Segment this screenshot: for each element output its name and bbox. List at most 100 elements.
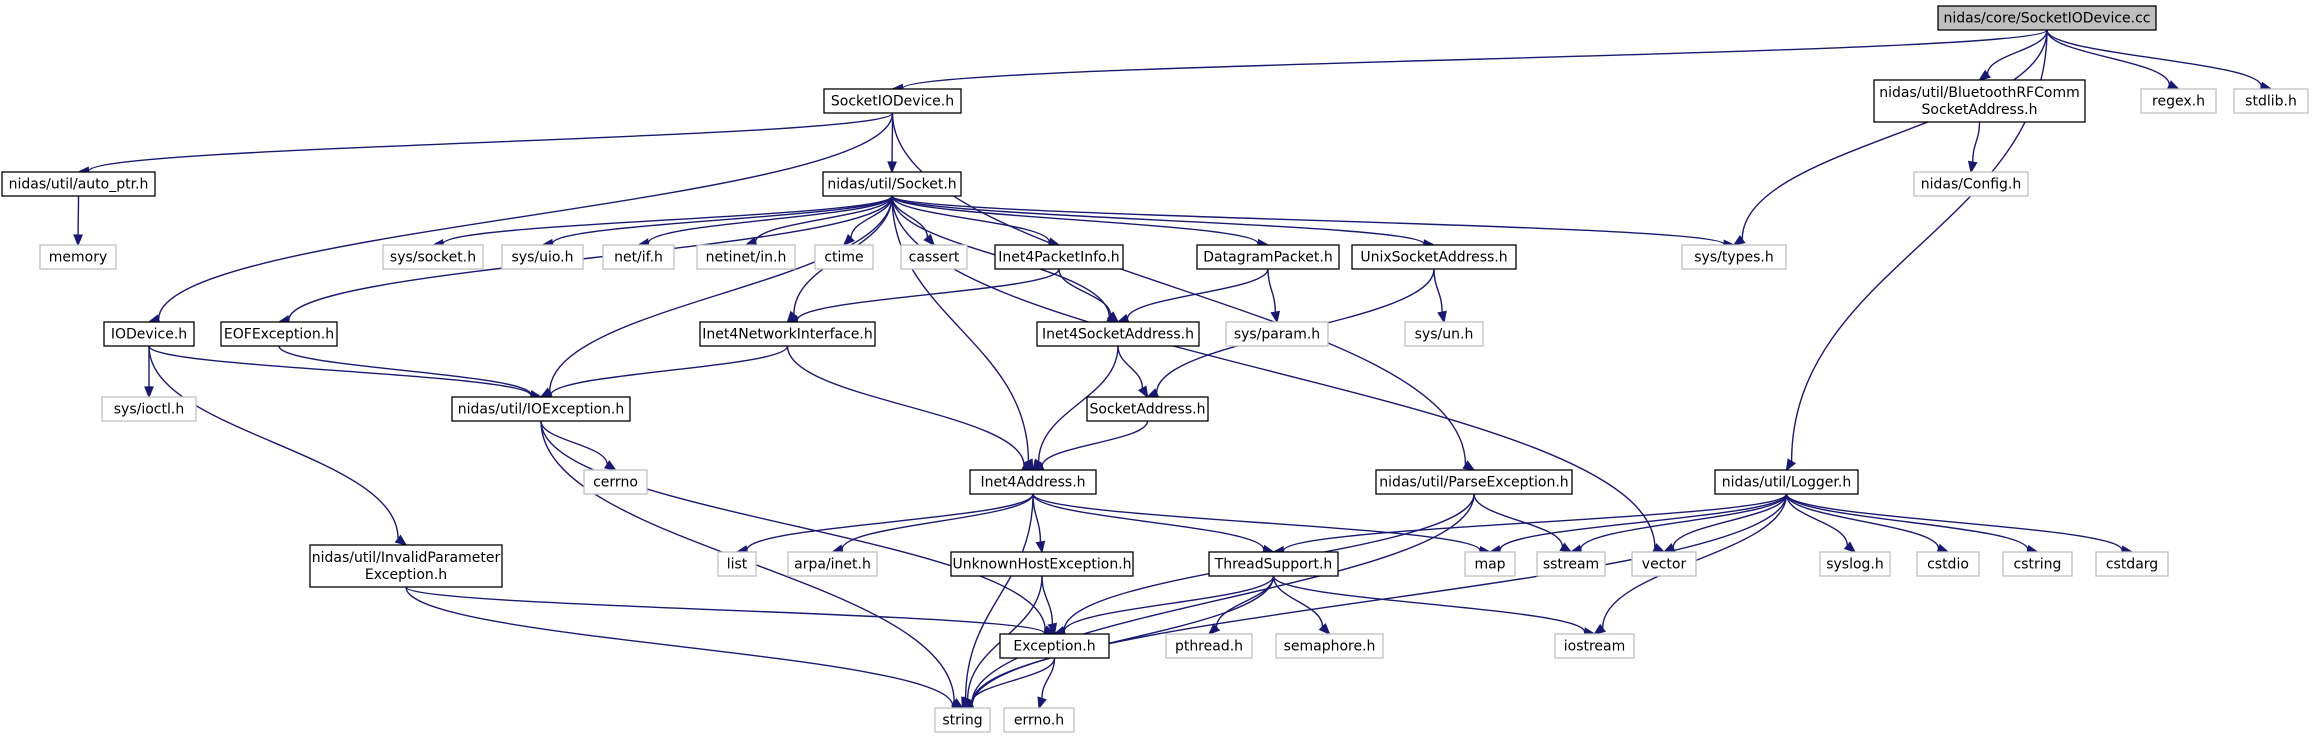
node-label: vector: [1642, 557, 1687, 573]
arrowhead-icon: [923, 233, 936, 247]
node-cerrno: cerrno: [583, 469, 648, 495]
edge-exception-to-errno: [1037, 657, 1056, 710]
node-label: sstream: [1543, 557, 1599, 573]
edge-line: [1037, 345, 1119, 462]
edge-line: [964, 493, 1034, 699]
node-label: net/if.h: [614, 250, 663, 266]
edge-line: [1741, 29, 2048, 240]
node-unixsocketaddress[interactable]: UnixSocketAddress.h: [1351, 244, 1517, 270]
edge-line: [548, 195, 893, 393]
edge-line: [647, 195, 893, 244]
edge-parseexception-to-sstream: [1473, 493, 1573, 553]
node-box: [1819, 551, 1891, 577]
edge-line: [442, 195, 893, 245]
edge-line: [746, 493, 1034, 551]
edge-line: [1785, 493, 1849, 546]
edge-line: [786, 345, 1025, 466]
node-box: [1086, 396, 1209, 422]
edge-unixsocketaddress-to-sysun: [1433, 268, 1447, 324]
node-box: [1196, 244, 1340, 270]
node-label: Inet4PacketInfo.h: [998, 250, 1119, 266]
edge-line: [891, 195, 1030, 462]
edge-line: [1267, 268, 1277, 313]
node-box: [1681, 244, 1787, 270]
node-parseexception[interactable]: nidas/util/ParseException.h: [1375, 469, 1573, 495]
node-box: [1873, 79, 2086, 123]
node-label: SocketIODevice.h: [831, 94, 954, 110]
edge-line: [1272, 575, 1586, 633]
node-box: [2233, 88, 2309, 114]
edge-iodevice-to-invalidparam: [148, 345, 408, 546]
node-box: [382, 244, 484, 270]
arrowhead-icon: [1207, 623, 1221, 636]
arrowhead-icon: [1106, 311, 1120, 324]
arrowhead-icon: [1270, 310, 1281, 324]
edge-line: [1473, 493, 1564, 548]
node-datagrampacket[interactable]: DatagramPacket.h: [1196, 244, 1340, 270]
edge-socket-to-netinetin: [744, 195, 893, 247]
node-box: [2140, 88, 2217, 114]
node-inet4networkinterface[interactable]: Inet4NetworkInterface.h: [699, 321, 876, 347]
node-cstdio: cstdio: [1916, 551, 1980, 577]
node-label: cstring: [2014, 557, 2062, 573]
edge-line: [891, 195, 1725, 246]
node-label: string: [942, 713, 982, 729]
node-string: string: [934, 707, 991, 733]
node-sysuio: sys/uio.h: [501, 244, 584, 270]
node-box: [583, 469, 648, 495]
node-inet4socketaddress[interactable]: Inet4SocketAddress.h: [1036, 321, 1200, 347]
arrowhead-icon: [394, 534, 408, 546]
node-logger[interactable]: nidas/util/Logger.h: [1714, 469, 1859, 495]
node-socketaddress[interactable]: SocketAddress.h: [1086, 396, 1209, 422]
node-bluetooth[interactable]: nidas/util/BluetoothRFCommSocketAddress.…: [1873, 79, 2086, 123]
node-netif: net/if.h: [602, 244, 675, 270]
node-iodevice[interactable]: IODevice.h: [103, 321, 195, 347]
edge-line: [1785, 493, 2123, 551]
edge-inet4socketaddress-to-socketaddress: [1117, 345, 1149, 399]
edge-line: [1499, 493, 1788, 551]
node-box: [1916, 551, 1980, 577]
node-label: nidas/util/auto_ptr.h: [9, 177, 149, 193]
node-box: [717, 551, 757, 577]
node-label: sys/param.h: [1234, 327, 1320, 343]
node-label: netinet/in.h: [706, 250, 787, 266]
edge-line: [87, 112, 894, 172]
arrowhead-icon: [1437, 310, 1447, 324]
node-unknownhost[interactable]: UnknownHostException.h: [950, 551, 1134, 577]
edge-datagrampacket-to-inet4socketaddress: [1116, 268, 1269, 324]
node-threadsupport[interactable]: ThreadSupport.h: [1208, 551, 1339, 577]
node-pthread: pthread.h: [1165, 633, 1253, 659]
node-label: sys/socket.h: [390, 250, 476, 266]
node-box: [1464, 551, 1516, 577]
edge-line: [1058, 268, 1112, 316]
node-inet4packetinfo[interactable]: Inet4PacketInfo.h: [994, 244, 1124, 270]
node-cstring: cstring: [2002, 551, 2073, 577]
node-label: nidas/util/BluetoothRFComm: [1879, 85, 2079, 101]
node-ioexception[interactable]: nidas/util/IOException.h: [451, 396, 631, 422]
edge-logger-to-vector: [1662, 493, 1788, 553]
node-box: [1351, 244, 1517, 270]
arrowhead-icon: [887, 161, 897, 174]
node-label: Exception.h: [365, 567, 447, 583]
edge-line: [841, 493, 1034, 550]
node-exception[interactable]: Exception.h: [999, 633, 1110, 659]
node-socketiodevice[interactable]: SocketIODevice.h: [823, 88, 962, 114]
edge-line: [540, 420, 608, 465]
node-eofexception[interactable]: EOFException.h: [220, 321, 338, 347]
arrowhead-icon: [73, 234, 83, 247]
edge-line: [1063, 575, 1275, 632]
node-box: [1404, 321, 1484, 347]
node-label: syslog.h: [1826, 557, 1884, 573]
arrowhead-icon: [1967, 160, 1978, 174]
node-inet4address[interactable]: Inet4Address.h: [969, 469, 1097, 495]
node-label: nidas/Config.h: [1921, 177, 2021, 193]
node-socket[interactable]: nidas/util/Socket.h: [822, 171, 962, 197]
arrowhead-icon: [1785, 458, 1797, 472]
arrowhead-icon: [1843, 541, 1857, 554]
node-label: regex.h: [2152, 94, 2205, 110]
node-box: [309, 544, 503, 588]
node-autoptr[interactable]: nidas/util/auto_ptr.h: [1, 171, 156, 197]
node-box: [103, 321, 195, 347]
